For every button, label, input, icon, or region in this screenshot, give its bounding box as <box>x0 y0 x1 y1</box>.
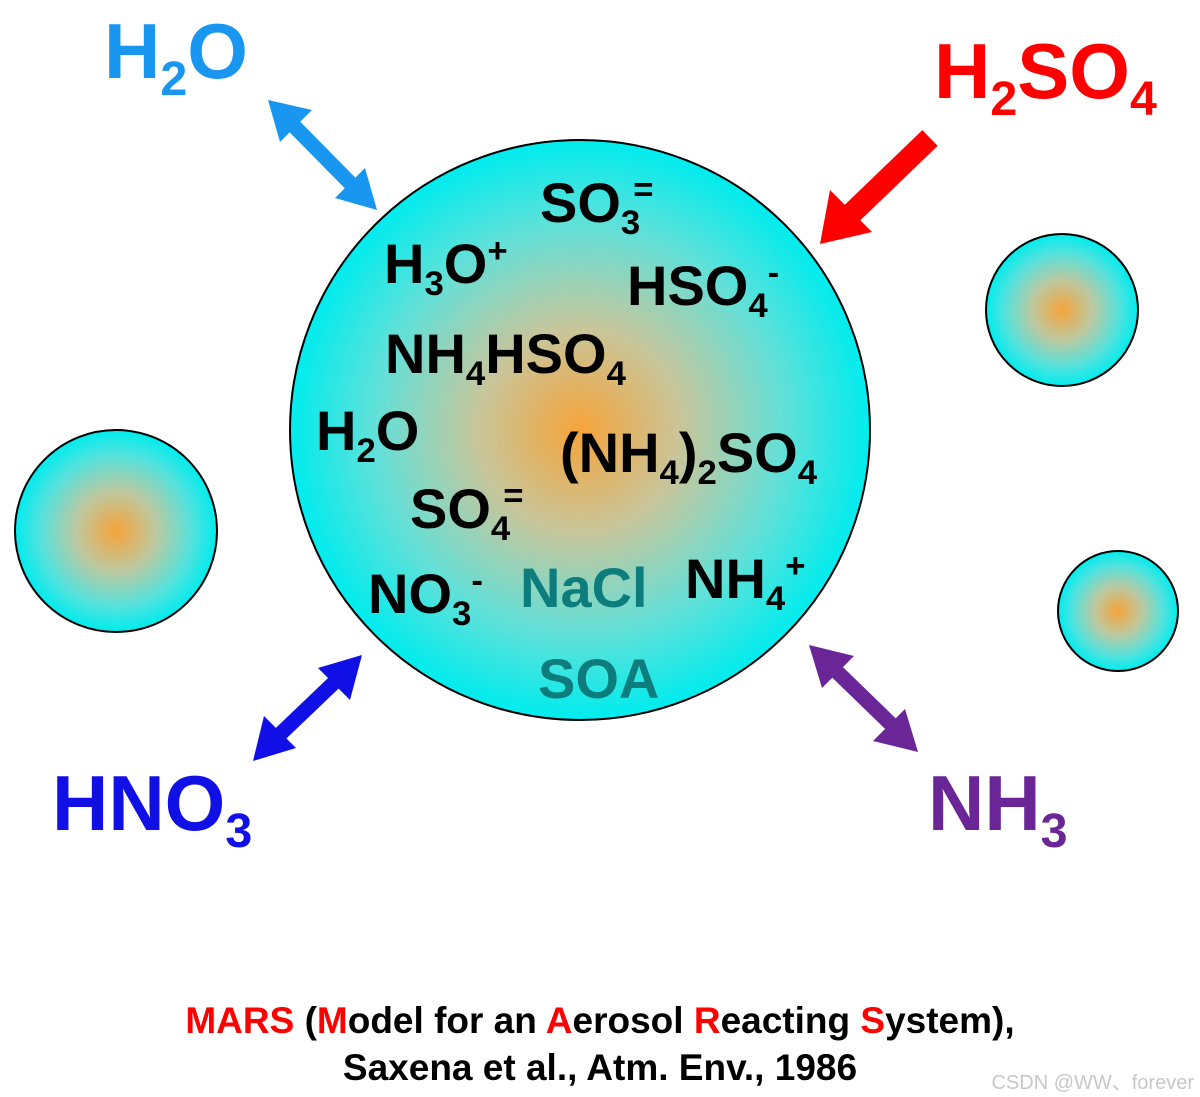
gas-hno3-label: HNO3 <box>52 764 252 855</box>
h2o-exchange-arrow <box>268 100 377 210</box>
caption-line-1: MARS (Model for an Aerosol Reacting Syst… <box>0 1000 1200 1042</box>
gas-nh3-sub: 3 <box>1040 803 1068 858</box>
gas-h2so4-label: H2SO4 <box>934 32 1157 123</box>
gas-hno3-sub: 3 <box>225 803 253 858</box>
species-no3-charge: - <box>471 562 483 601</box>
small-particle-left <box>14 429 218 633</box>
hno3-exchange-arrow <box>253 655 362 761</box>
species-h2o-aqueous: H2O <box>316 403 419 469</box>
species-h3o-sub: 3 <box>424 265 444 304</box>
species-h2o-o: O <box>375 399 420 462</box>
species-nh42so4-paren: ) <box>678 421 698 484</box>
gas-h2so4-h: H <box>934 27 991 115</box>
species-h3o-o: O <box>443 232 488 295</box>
species-h3o-charge: + <box>487 232 508 271</box>
species-h3o-h: H <box>384 232 425 295</box>
species-so4: SO4= <box>410 479 524 547</box>
species-nh4-sub: 4 <box>765 580 786 619</box>
species-nh4-charge: + <box>785 547 806 586</box>
species-hso4: HSO4- <box>627 256 779 324</box>
species-nh4hso4-sub2: 4 <box>606 355 626 394</box>
caption-letter-a: A <box>545 1000 573 1041</box>
species-so3: SO3= <box>540 173 654 241</box>
species-no3: NO3- <box>368 564 483 632</box>
species-h2o-h: H <box>316 399 357 462</box>
main-particle <box>289 139 871 721</box>
gas-nh3-main: NH <box>928 759 1041 847</box>
species-so4-main: SO <box>410 477 491 540</box>
nh3-exchange-arrow <box>809 645 918 752</box>
species-h3o: H3O+ <box>384 234 508 302</box>
species-nh4hso4-hso: HSO <box>485 322 607 385</box>
gas-h2so4-so: SO <box>1017 27 1130 115</box>
caption-text-2: odel for an <box>347 1000 546 1041</box>
species-no3-sub: 3 <box>452 595 472 634</box>
species-h2o-sub: 2 <box>356 432 376 471</box>
species-nh4-main: NH <box>685 547 766 610</box>
species-so4-charge: = <box>503 477 524 516</box>
caption-mars: MARS <box>185 1000 295 1041</box>
species-nh4hso4-nh: NH <box>385 322 466 385</box>
species-nh4hso4: NH4HSO4 <box>385 326 626 392</box>
species-so3-sub: 3 <box>620 204 641 243</box>
small-particle-right-bottom <box>1057 550 1179 672</box>
caption-letter-m: M <box>316 1000 348 1041</box>
gas-h2so4-sub1: 2 <box>990 71 1018 126</box>
caption-text-4: eacting <box>720 1000 861 1041</box>
gas-nh3-label: NH3 <box>928 764 1068 855</box>
species-nh42so4-nh: (NH <box>560 421 660 484</box>
species-hso4-main: HSO <box>627 254 749 317</box>
species-ammonium-sulfate: (NH4)2SO4 <box>560 425 817 491</box>
watermark: CSDN @WW、forever <box>991 1072 1194 1094</box>
species-nh42so4-sub2: 2 <box>697 454 717 493</box>
species-so3-main: SO <box>540 171 621 234</box>
caption-text-3: erosol <box>572 1000 694 1041</box>
species-nh42so4-so: SO <box>716 421 798 484</box>
gas-h2o-h: H <box>104 7 161 95</box>
caption-text-5: ystem), <box>885 1000 1015 1041</box>
species-nh4hso4-sub1: 4 <box>465 355 486 394</box>
species-nh42so4-sub1: 4 <box>659 454 679 493</box>
species-so4-sub: 4 <box>490 510 511 549</box>
gas-h2o-sub: 2 <box>160 51 188 106</box>
species-hso4-charge: - <box>767 254 780 293</box>
gas-h2o-o: O <box>187 7 248 95</box>
species-so3-charge: = <box>633 171 654 210</box>
caption-letter-s: S <box>860 1000 886 1041</box>
species-nh4: NH4+ <box>685 549 805 617</box>
species-soa: SOA <box>538 647 660 710</box>
gas-hno3-main: HNO <box>52 759 226 847</box>
gas-h2o-label: H2O <box>104 12 248 103</box>
small-particle-right-top <box>985 233 1139 387</box>
gas-h2so4-sub2: 4 <box>1129 71 1157 126</box>
species-no3-main: NO <box>368 562 452 625</box>
caption-text-1: ( <box>294 1000 317 1041</box>
h2so4-uptake-arrow <box>820 130 938 244</box>
species-hso4-sub: 4 <box>748 287 768 326</box>
species-nh42so4-sub3: 4 <box>797 454 818 493</box>
caption-line-2: Saxena et al., Atm. Env., 1986 <box>342 1047 858 1088</box>
species-nacl: NaCl <box>520 556 648 619</box>
caption-letter-r: R <box>693 1000 721 1041</box>
